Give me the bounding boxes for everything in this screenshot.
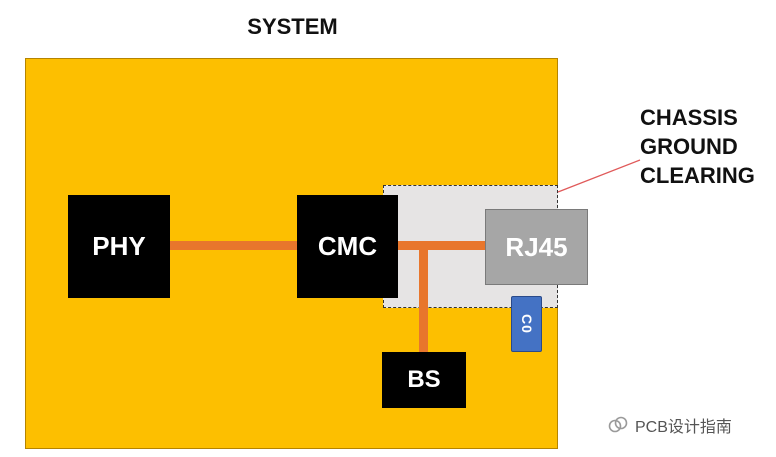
trace-to-bs (419, 245, 428, 353)
callout-line-1: CHASSIS (640, 105, 738, 130)
capacitor-c0: C0 (511, 296, 542, 352)
callout-line-2: GROUND (640, 134, 738, 159)
chassis-ground-clearing-callout: CHASSIS GROUND CLEARING (640, 103, 755, 190)
wechat-logo-icon (608, 416, 628, 433)
watermark: PCB设计指南 (607, 413, 732, 437)
bs-label: BS (407, 366, 441, 393)
diagram-title: SYSTEM (247, 14, 338, 39)
watermark-text: PCB设计指南 (635, 419, 732, 436)
cmc-block: CMC (297, 195, 398, 298)
callout-line-3: CLEARING (640, 163, 755, 188)
bs-block: BS (382, 352, 466, 408)
rj45-label: RJ45 (505, 231, 568, 262)
cmc-label: CMC (317, 231, 378, 261)
rj45-block: RJ45 (485, 209, 588, 285)
phy-block: PHY (68, 195, 170, 298)
phy-label: PHY (92, 231, 146, 261)
trace-cmc-rj45 (398, 241, 486, 250)
trace-phy-cmc (170, 241, 297, 250)
